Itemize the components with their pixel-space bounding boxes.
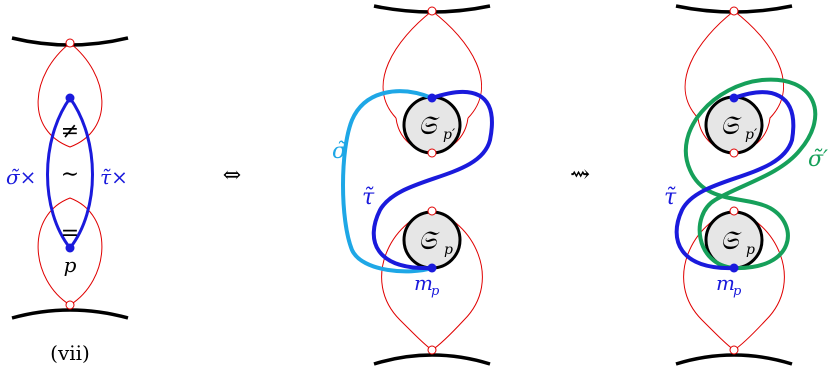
top-red-loop-upper-right	[431, 10, 483, 119]
disk-bottom-label: 𝔖	[418, 226, 440, 256]
tau-curve	[674, 90, 796, 271]
disk-top-blue-point	[729, 93, 739, 103]
bottom-boundary-arc	[675, 353, 793, 366]
equivalence-arrow: ⇔	[223, 163, 241, 188]
disk-bottom-subscript: p	[746, 242, 755, 258]
upper-blue-point	[65, 93, 75, 103]
bottom-marked-point	[65, 300, 75, 310]
sigma-label: σ̃	[332, 139, 348, 164]
left-panel: ≠ ∼ = σ̃× τ̃× p (vii)	[6, 36, 129, 365]
sim-symbol: ∼	[61, 162, 79, 187]
sigma-times-label: σ̃×	[6, 165, 36, 189]
disk-top-subscript: p′	[443, 127, 456, 143]
bottom-boundary-arc	[373, 353, 491, 366]
bottom-boundary-arc	[11, 308, 129, 320]
disk-top-subscript: p′	[745, 127, 758, 143]
marked-point-mp	[427, 263, 437, 273]
mp-subscript: p	[733, 284, 742, 299]
disk-top-lower-point	[729, 148, 739, 158]
sigma-curve	[341, 89, 433, 274]
upper-red-loop	[37, 42, 103, 148]
eq-symbol: =	[61, 221, 79, 246]
mp-subscript: p	[431, 284, 440, 299]
bottom-marked-point	[427, 345, 437, 355]
leads-to-arrow: ⇝	[570, 160, 590, 188]
sigma-prime-label: σ̃′	[808, 147, 828, 172]
tau-times-label: τ̃×	[100, 165, 128, 189]
disk-top-label: 𝔖	[418, 111, 440, 141]
disk-bottom-upper-point	[729, 206, 739, 216]
mp-label: m	[716, 271, 735, 295]
tau-curve	[371, 90, 494, 271]
lower-red-loop	[37, 197, 103, 306]
bottom-marked-point	[729, 345, 739, 355]
tau-times-curve	[68, 97, 94, 249]
top-red-loop-upper	[382, 10, 433, 119]
point-p-label: p	[64, 253, 77, 277]
top-marked-point	[65, 38, 75, 48]
disk-bottom-subscript: p	[444, 242, 453, 258]
tau-label: τ̃	[664, 185, 677, 210]
top-marked-point	[427, 6, 437, 16]
disk-top-blue-point	[427, 93, 437, 103]
disk-bottom-label: 𝔖	[720, 226, 742, 256]
mp-label: m	[414, 271, 433, 295]
sigma-prime-curve	[683, 77, 818, 271]
disk-top-lower-point	[427, 148, 437, 158]
right-panel: 𝔖 p′ 𝔖 p σ̃′ τ̃ m p	[664, 4, 828, 366]
top-marked-point	[729, 6, 739, 16]
disk-top-label: 𝔖	[720, 111, 742, 141]
marked-point-mp	[729, 263, 739, 273]
neq-symbol: ≠	[61, 119, 79, 144]
middle-panel: 𝔖 p′ 𝔖 p σ̃ τ̃ m p	[332, 4, 494, 366]
caption-vii: (vii)	[50, 341, 90, 365]
disk-bottom-upper-point	[427, 206, 437, 216]
point-p	[65, 243, 75, 253]
tau-label: τ̃	[362, 185, 375, 210]
sigma-times-curve	[46, 97, 72, 249]
